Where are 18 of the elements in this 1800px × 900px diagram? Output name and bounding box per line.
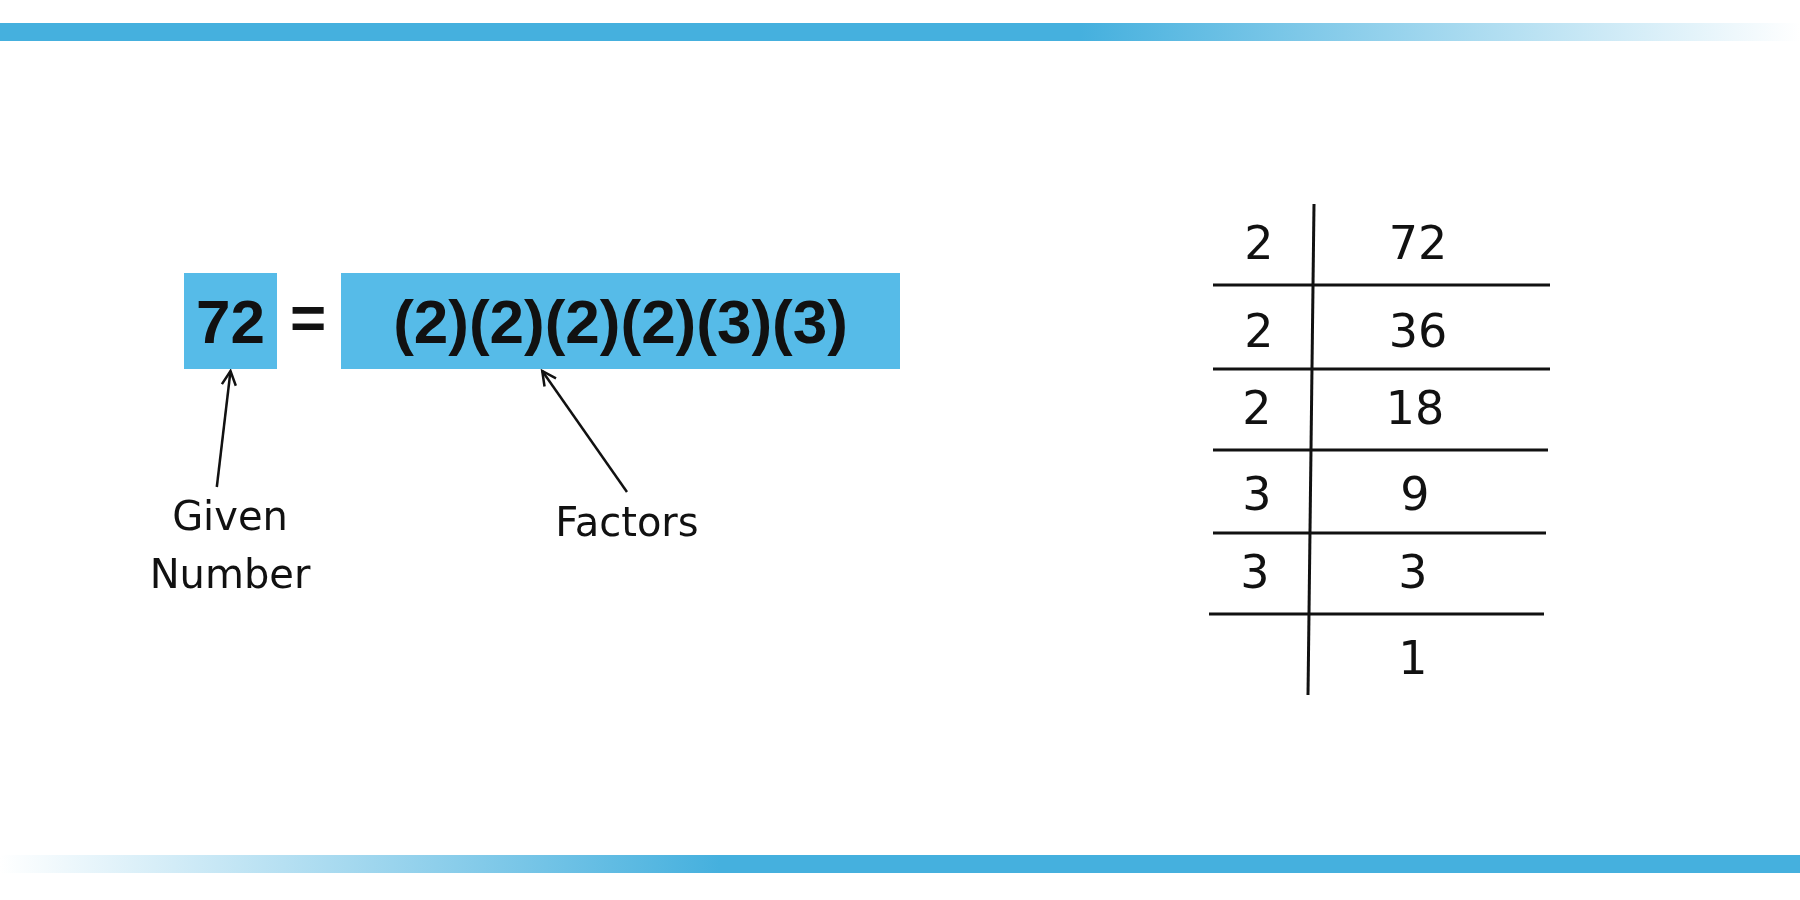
quotient-text: 36 <box>1387 303 1449 359</box>
number-box: 72 <box>184 273 277 369</box>
arrow <box>540 368 629 493</box>
divisor-text: 3 <box>1239 544 1271 600</box>
factors-box: (2)(2)(2)(2)(3)(3) <box>341 273 900 369</box>
divisor-text: 2 <box>1241 380 1273 436</box>
arrow <box>215 368 237 488</box>
quotient-text: 72 <box>1387 215 1449 271</box>
quotient-text: 18 <box>1384 380 1446 436</box>
quotient-text: 3 <box>1397 544 1429 600</box>
caption-text: Given Number <box>120 485 340 605</box>
quotient-text: 9 <box>1399 466 1431 522</box>
divisor-text: 1 <box>1397 630 1429 686</box>
caption-text: Factors <box>527 490 727 554</box>
divisor-text: 3 <box>1241 466 1273 522</box>
divisor-text: 2 <box>1243 303 1275 359</box>
divisor-text: 2 <box>1243 215 1275 271</box>
equals-sign: = <box>288 283 328 353</box>
